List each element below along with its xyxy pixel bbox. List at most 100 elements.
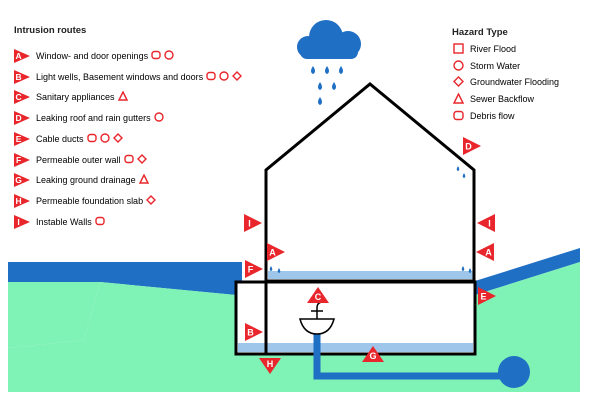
ground-floor-water xyxy=(268,271,474,279)
route-letter-badge: C xyxy=(14,89,30,105)
hazard-label: River Flood xyxy=(470,44,517,54)
marker-letter: D xyxy=(465,142,472,152)
hazard-type-legend: Hazard Type xyxy=(452,27,508,38)
route-letter-badge: H xyxy=(14,193,30,209)
svg-text:C: C xyxy=(16,93,22,103)
marker-d: D xyxy=(463,137,481,155)
marker-letter: A xyxy=(269,248,276,258)
marker-i: I xyxy=(477,214,495,232)
hazard-item: Sewer Backflow xyxy=(452,92,535,105)
groundwater-icon xyxy=(136,153,147,166)
river-icon xyxy=(453,43,465,55)
debris-icon xyxy=(151,50,161,62)
storm-icon xyxy=(99,133,110,145)
marker-letter: B xyxy=(247,328,254,338)
marker-letter: I xyxy=(248,219,251,229)
marker-f: F xyxy=(245,260,263,278)
svg-text:H: H xyxy=(16,196,22,206)
route-letter-badge: D xyxy=(14,110,30,126)
route-item: A Window- and door openings xyxy=(14,48,174,64)
debris-icon xyxy=(94,216,105,228)
groundwater-icon xyxy=(232,70,243,83)
house-outline xyxy=(264,82,476,355)
intrusion-routes-legend: Intrusion routes xyxy=(14,25,86,36)
route-label: Cable ducts xyxy=(36,133,84,144)
svg-text:D: D xyxy=(16,113,22,123)
route-label: Sanitary appliances xyxy=(36,92,115,103)
marker-letter: F xyxy=(248,265,254,275)
diagram-markers: A A B C D E F G H I I xyxy=(244,137,496,374)
hazard-label: Debris flow xyxy=(470,110,515,121)
route-letter-badge: E xyxy=(14,131,30,147)
sewer-icon xyxy=(117,90,128,103)
hazard-item: Storm Water xyxy=(453,59,521,72)
intrusion-routes-title: Intrusion routes xyxy=(14,25,87,36)
storm-icon xyxy=(153,112,164,124)
marker-g: G xyxy=(362,346,384,362)
drain-pipe xyxy=(313,332,503,380)
hazard-type-title: Hazard Type xyxy=(452,27,508,38)
debris-icon xyxy=(206,71,216,83)
route-item: I Instable Walls xyxy=(14,214,105,230)
marker-letter: G xyxy=(369,351,376,361)
route-item: D Leaking roof and rain gutters xyxy=(14,110,164,126)
route-letter-badge: I xyxy=(14,214,30,230)
hazard-item: River Flood xyxy=(453,43,516,55)
debris-icon xyxy=(123,154,134,166)
marker-i: I xyxy=(244,214,262,232)
groundwater-icon xyxy=(453,76,465,88)
route-item: H Permeable foundation slab xyxy=(14,193,157,209)
route-label: Permeable foundation slab xyxy=(36,195,144,206)
route-item: C Sanitary appliances xyxy=(14,89,128,105)
route-letter-badge: G xyxy=(14,172,30,188)
debris-icon xyxy=(86,133,97,145)
route-label: Permeable outer wall xyxy=(36,154,121,165)
groundwater-icon xyxy=(112,132,123,145)
route-letter-badge: B xyxy=(14,69,30,85)
route-item: E Cable ducts xyxy=(14,131,123,147)
sink-icon xyxy=(299,301,335,335)
hazard-item: Groundwater Flooding xyxy=(453,76,559,88)
route-letter-badge: A xyxy=(14,48,30,64)
route-label: Leaking ground drainage xyxy=(36,175,136,186)
sewer-icon xyxy=(138,173,149,186)
storm-icon xyxy=(219,70,229,83)
marker-letter: E xyxy=(480,292,486,302)
basement xyxy=(234,280,477,356)
basement-floor-water xyxy=(238,343,473,352)
debris-icon xyxy=(453,110,465,122)
route-item: B Light wells, Basement windows and doors xyxy=(14,69,243,85)
marker-b: B xyxy=(245,323,263,341)
marker-letter: H xyxy=(267,359,274,369)
marker-letter: A xyxy=(485,248,492,258)
route-label: Light wells, Basement windows and doors xyxy=(36,71,204,82)
route-item: F Permeable outer wall xyxy=(14,152,147,168)
route-item: G Leaking ground drainage xyxy=(14,172,149,188)
svg-text:B: B xyxy=(16,72,22,82)
ground xyxy=(8,282,100,348)
route-label: Instable Walls xyxy=(36,216,92,227)
marker-letter: C xyxy=(315,292,322,302)
sewer-icon xyxy=(452,92,465,105)
route-letter-badge: F xyxy=(14,152,30,168)
svg-text:I: I xyxy=(17,217,19,227)
route-label: Window- and door openings xyxy=(36,51,149,61)
marker-letter: I xyxy=(488,219,491,229)
svg-text:A: A xyxy=(16,51,22,61)
storm-icon xyxy=(164,50,174,62)
raindrops xyxy=(269,66,472,273)
rain-cloud-icon xyxy=(297,20,361,59)
hazard-label: Sewer Backflow xyxy=(470,94,535,105)
drain-tank xyxy=(498,356,530,388)
marker-e: E xyxy=(478,287,496,305)
svg-text:F: F xyxy=(16,155,21,165)
groundwater-icon xyxy=(146,194,157,207)
hazard-item: Debris flow xyxy=(453,110,515,122)
marker-h: H xyxy=(259,358,281,374)
hazard-label: Storm Water xyxy=(470,60,521,71)
svg-text:G: G xyxy=(15,175,22,185)
route-label: Leaking roof and rain gutters xyxy=(36,113,151,124)
marker-a: A xyxy=(267,243,285,261)
svg-text:E: E xyxy=(16,134,22,144)
